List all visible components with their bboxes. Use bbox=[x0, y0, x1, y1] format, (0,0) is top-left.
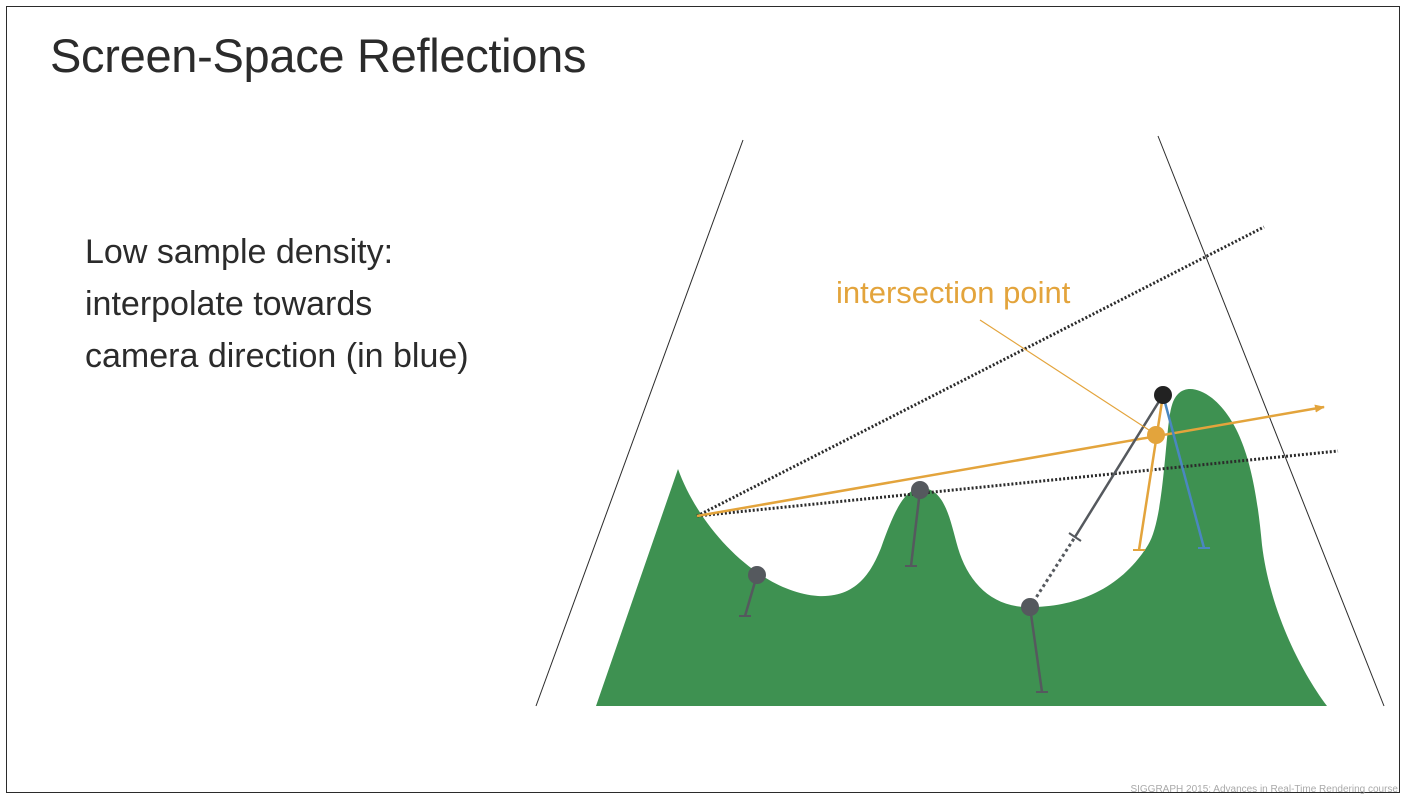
body-line-1: Low sample density: bbox=[85, 233, 394, 271]
interpolated-normal-line bbox=[1133, 394, 1165, 551]
interpolation-solid-segment bbox=[1073, 394, 1165, 538]
footer-credit: SIGGRAPH 2015: Advances in Real-Time Ren… bbox=[1130, 784, 1398, 795]
frustum-right-edge bbox=[1157, 135, 1385, 707]
body-text: Low sample density: interpolate towards … bbox=[85, 226, 469, 382]
top-sample-point bbox=[1154, 386, 1172, 404]
intersection-point-label: intersection point bbox=[836, 275, 1071, 310]
frustum-left-edge bbox=[535, 139, 744, 707]
reflection-ray-arrow bbox=[696, 404, 1325, 518]
interpolation-dashed-segment bbox=[1028, 536, 1077, 608]
slide-title: Screen-Space Reflections bbox=[50, 29, 587, 82]
sample-normal-2 bbox=[905, 489, 922, 567]
sample-point-3 bbox=[1021, 598, 1039, 616]
camera-direction-line bbox=[1161, 394, 1210, 549]
sample-point-1 bbox=[748, 566, 766, 584]
terrain-heightfield bbox=[596, 388, 1327, 706]
intersection-point-dot bbox=[1147, 426, 1165, 444]
body-line-3: camera direction (in blue) bbox=[85, 337, 469, 375]
callout-leader-line bbox=[979, 319, 1153, 433]
interpolation-tick bbox=[1068, 532, 1082, 542]
dotted-lower-ray bbox=[696, 449, 1339, 518]
slide-border bbox=[6, 6, 1400, 793]
sample-normal-3 bbox=[1028, 606, 1048, 693]
sample-point-2 bbox=[911, 481, 929, 499]
body-line-2: interpolate towards bbox=[85, 285, 373, 323]
